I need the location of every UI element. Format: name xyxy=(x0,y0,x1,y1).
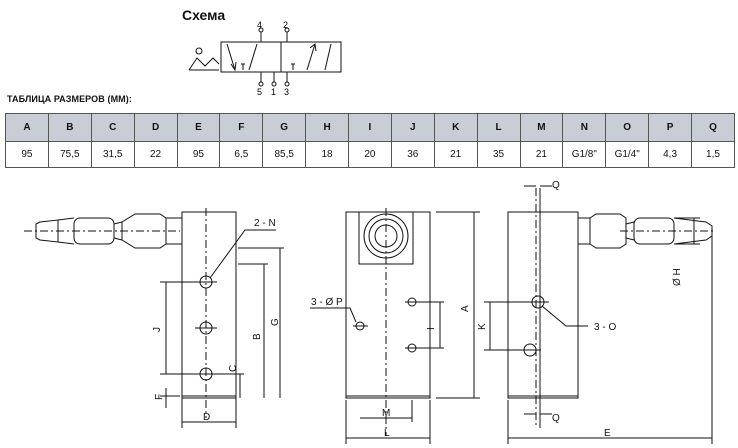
label-3-p: 3 - Ø P xyxy=(311,297,343,308)
port-label-3: 3 xyxy=(284,87,289,96)
valve-body-left xyxy=(181,211,237,399)
left-view xyxy=(24,208,284,428)
label-h: Ø H xyxy=(672,268,683,286)
table-value-cell: 95 xyxy=(5,141,49,168)
table-value-cell: 20 xyxy=(348,141,392,168)
label-3-o: 3 - O xyxy=(594,322,616,333)
label-b: B xyxy=(252,333,263,340)
label-a: A xyxy=(460,305,471,312)
table-header-cell: E xyxy=(176,113,221,142)
label-k: K xyxy=(477,323,488,330)
valve-boxes xyxy=(220,27,342,87)
table-value-cell: 36 xyxy=(390,141,435,168)
table-header-cell: I xyxy=(348,113,392,142)
label-m: M xyxy=(382,408,390,419)
label-i: I xyxy=(426,327,437,330)
table-header-cell: A xyxy=(5,113,49,142)
manual-actuator-symbol xyxy=(188,47,220,71)
label-c: C xyxy=(228,365,239,372)
valve-body-right xyxy=(507,211,579,399)
table-header-cell: L xyxy=(476,113,521,142)
table-caption: ТАБЛИЦА РАЗМЕРОВ (ММ): xyxy=(7,94,132,104)
table-header-cell: C xyxy=(90,113,135,142)
label-d: D xyxy=(203,412,210,423)
table-value-cell: 31,5 xyxy=(90,141,135,168)
schema-title: Схема xyxy=(182,7,226,23)
label-f: F xyxy=(154,394,165,400)
valve-symbol-diagram: 4 2 5 1 3 xyxy=(188,20,342,96)
table-value-cell: 6,5 xyxy=(219,141,264,168)
technical-drawing: 2 - N J F C B G D 3 - Ø P I M L A K 3 - … xyxy=(24,180,716,444)
label-q-top: Q xyxy=(552,180,560,191)
table-value-cell: G1/4" xyxy=(605,141,650,168)
table-header-cell: G xyxy=(262,113,307,142)
label-g: G xyxy=(270,318,281,326)
label-j: J xyxy=(152,327,163,332)
table-value-cell: 22 xyxy=(133,141,178,168)
table-value-cell: 75,5 xyxy=(47,141,92,168)
table-header-cell: M xyxy=(519,113,564,142)
table-value-cell: G1/8" xyxy=(562,141,607,168)
table-value-cell: 21 xyxy=(433,141,478,168)
label-e: E xyxy=(604,428,611,439)
right-view xyxy=(484,185,716,444)
table-value-cell: 4,3 xyxy=(648,141,692,168)
table-value-cell: 85,5 xyxy=(262,141,307,168)
port-label-5: 5 xyxy=(257,87,262,96)
middle-view xyxy=(310,208,480,444)
table-header-cell: K xyxy=(433,113,478,142)
port-label-2: 2 xyxy=(283,20,288,30)
table-header-cell: F xyxy=(219,113,264,142)
table-header-cell: H xyxy=(305,113,349,142)
port-label-1: 1 xyxy=(271,87,276,96)
table-value-cell: 21 xyxy=(519,141,564,168)
label-q-bottom: Q xyxy=(552,413,560,424)
port-label-4: 4 xyxy=(257,20,262,30)
table-header-cell: N xyxy=(562,113,607,142)
table-header-cell: B xyxy=(47,113,92,142)
table-value-cell: 95 xyxy=(176,141,221,168)
table-header-cell: Q xyxy=(691,113,735,142)
label-l: L xyxy=(384,428,390,439)
table-header-cell: P xyxy=(648,113,692,142)
table-value-cell: 35 xyxy=(476,141,521,168)
table-value-cell: 1,5 xyxy=(691,141,735,168)
table-header-cell: D xyxy=(133,113,178,142)
table-header-cell: O xyxy=(605,113,650,142)
table-value-cell: 18 xyxy=(305,141,349,168)
table-header-cell: J xyxy=(390,113,435,142)
label-2-n: 2 - N xyxy=(254,218,276,229)
